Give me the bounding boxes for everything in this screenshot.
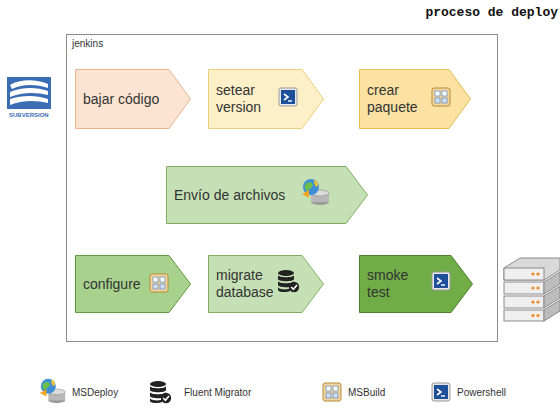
legend-text: MSBuild bbox=[348, 387, 385, 398]
legend-icon bbox=[38, 376, 68, 406]
logo-swoosh bbox=[10, 80, 48, 89]
process-chevron: smoke test bbox=[359, 255, 473, 313]
icon-holder bbox=[431, 271, 451, 291]
logo-label: SUBVERSION bbox=[9, 112, 49, 118]
icon-holder bbox=[276, 269, 300, 293]
icon-holder bbox=[149, 273, 169, 293]
text-holder: bajar código bbox=[83, 91, 173, 108]
process-chevron: migrate database bbox=[208, 255, 324, 313]
logo-swoosh bbox=[10, 96, 48, 105]
server-unit bbox=[504, 300, 560, 321]
text-holder: crear paquete bbox=[367, 82, 425, 116]
process-chevron: Envío de archivos bbox=[166, 166, 368, 224]
chevron-outline bbox=[209, 70, 324, 129]
text-holder: migrate database bbox=[216, 267, 280, 301]
server-stack bbox=[498, 256, 560, 322]
legend-icon bbox=[431, 382, 451, 402]
powershell-icon bbox=[431, 382, 451, 402]
chevron-outline bbox=[209, 256, 324, 313]
subversion-logo bbox=[6, 76, 52, 110]
process-chevron: bajar código bbox=[75, 69, 191, 129]
msbuild-icon bbox=[322, 382, 342, 402]
legend-icon bbox=[148, 380, 172, 404]
legend-text: Powershell bbox=[457, 387, 506, 398]
text-holder: configure bbox=[83, 276, 153, 293]
node-text: Envío de archivos bbox=[174, 187, 314, 204]
diagram-title: proceso de deploy bbox=[425, 5, 558, 20]
chevron-outline bbox=[360, 256, 473, 313]
node-text: smoke test bbox=[367, 267, 417, 301]
chevron-outline bbox=[360, 70, 471, 129]
icon-holder bbox=[431, 87, 451, 107]
logo-background bbox=[7, 77, 51, 109]
msdeploy-icon bbox=[38, 376, 68, 406]
text-holder: Envío de archivos bbox=[174, 187, 314, 204]
container-box: jenkins bajar código setear version crear p… bbox=[66, 34, 498, 342]
legend-text: MSDeploy bbox=[72, 387, 118, 398]
text-holder: setear version bbox=[216, 82, 274, 116]
icon-holder bbox=[300, 176, 332, 208]
msbuild-icon bbox=[431, 87, 451, 107]
logo-swoosh bbox=[10, 88, 48, 97]
msdeploy-icon bbox=[300, 176, 332, 208]
process-chevron: configure bbox=[75, 255, 191, 313]
database-icon bbox=[148, 380, 172, 404]
chevron-outline bbox=[76, 70, 191, 129]
icon-holder bbox=[278, 87, 298, 107]
legend-icon bbox=[322, 382, 342, 402]
node-text: setear version bbox=[216, 82, 274, 116]
msbuild-icon bbox=[149, 273, 169, 293]
chevron-outline bbox=[167, 167, 368, 224]
powershell-icon bbox=[431, 271, 451, 291]
text-holder: smoke test bbox=[367, 267, 417, 301]
legend-text: Fluent Migrator bbox=[184, 387, 251, 398]
database-icon bbox=[276, 269, 300, 293]
powershell-icon bbox=[278, 87, 298, 107]
node-text: crear paquete bbox=[367, 82, 425, 116]
node-text: migrate database bbox=[216, 267, 280, 301]
chevron-outline bbox=[76, 256, 191, 313]
node-text: bajar código bbox=[83, 91, 173, 108]
process-chevron: setear version bbox=[208, 69, 324, 129]
process-chevron: crear paquete bbox=[359, 69, 471, 129]
container-label: jenkins bbox=[72, 38, 103, 50]
node-text: configure bbox=[83, 276, 153, 293]
